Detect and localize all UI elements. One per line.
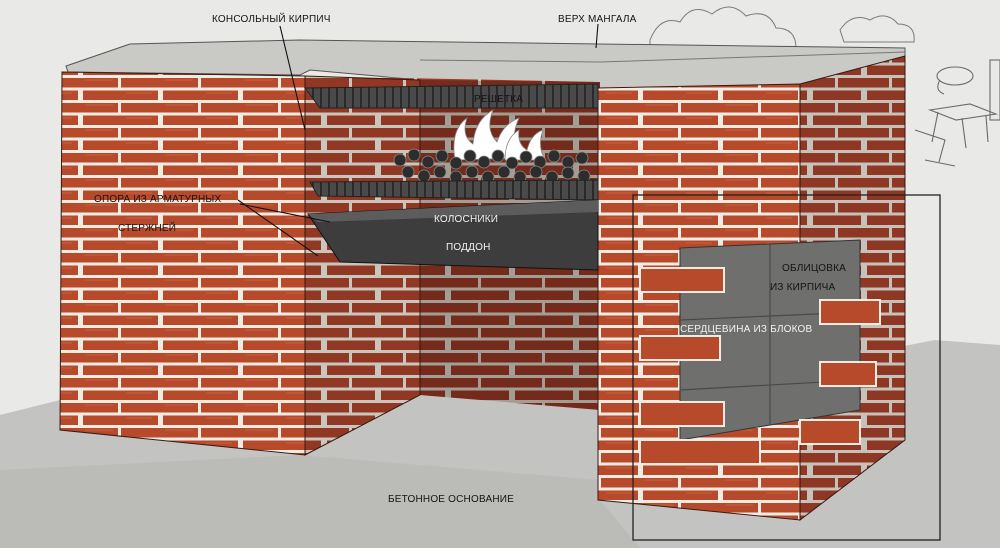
ground-shadow	[0, 455, 640, 548]
cutaway-frame	[632, 194, 941, 541]
label-rebar-support-line2: СТЕРЖНЕЙ	[118, 221, 176, 234]
leader-console-brick	[279, 25, 306, 131]
label-top: ВЕРХ МАНГАЛА	[558, 14, 637, 25]
label-grill: РЕШЕТКА	[474, 94, 523, 105]
cutaway-brick-steps	[639, 267, 881, 465]
fire-grate	[309, 179, 599, 201]
slab-joint	[599, 51, 906, 63]
label-tray: ПОДДОН	[446, 242, 491, 253]
leader-rebar-support	[237, 199, 331, 257]
slab-joint	[419, 59, 601, 63]
left-pillar-side	[304, 75, 421, 456]
label-foundation: БЕТОННОЕ ОСНОВАНИЕ	[388, 494, 514, 505]
left-pillar-side-shade	[305, 76, 420, 455]
label-cladding-line1: ОБЛИЦОВКА	[782, 263, 846, 274]
label-block-core: СЕРДЦЕВИНА ИЗ БЛОКОВ	[680, 324, 812, 335]
leader-top	[595, 23, 599, 49]
left-pillar-front	[59, 71, 306, 456]
background-table-chairs-sketch	[914, 59, 1000, 167]
flames-icon	[453, 109, 546, 161]
cooking-grill	[304, 83, 599, 109]
label-grate: КОЛОСНИКИ	[434, 214, 498, 225]
label-rebar-support-line1: ОПОРА ИЗ АРМАТУРНЫХ	[94, 194, 221, 205]
ash-tray-rim	[308, 200, 598, 222]
label-console-brick: КОНСОЛЬНЫЙ КИРПИЧ	[212, 12, 331, 25]
label-cladding-line2: ИЗ КИРПИЧА	[770, 282, 836, 293]
